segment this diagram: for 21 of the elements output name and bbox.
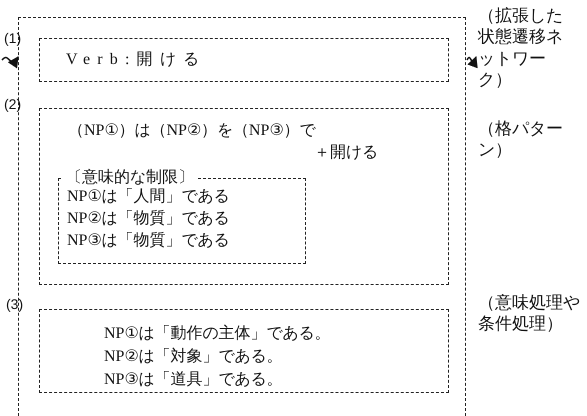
box-text: ＋開ける — [314, 143, 378, 162]
section-number: (2) — [4, 96, 22, 114]
dashed-box — [39, 309, 449, 393]
box-text: NP①は「動作の主体」である。 — [104, 324, 330, 344]
box-text: （NP①）は（NP②）を（NP③）で — [68, 121, 316, 140]
box-text: NP③は「物質」である — [67, 231, 230, 250]
box-text: Verb:開ける — [66, 50, 206, 70]
box-text: NP③は「道具」である。 — [104, 370, 282, 390]
wavy-arrow — [466, 56, 478, 68]
section-number: (3) — [6, 296, 24, 314]
box-text: NP①は「人間」である — [67, 187, 230, 206]
annotation-text: （意味処理や条件処理） — [478, 292, 581, 334]
annotation-text: （拡張した状態遷移ネットワーク） — [478, 5, 564, 90]
dashed-box — [39, 38, 449, 82]
section-number: (1) — [4, 30, 22, 48]
box-heading: 〔意味的な制限〕 — [63, 168, 197, 188]
annotation-text: （格パターン） — [478, 118, 564, 160]
box-text: NP②は「対象」である。 — [104, 347, 282, 366]
wavy-arrow — [1, 56, 19, 68]
box-text: NP②は「物質」である — [67, 209, 230, 228]
dashed-box — [39, 108, 449, 285]
